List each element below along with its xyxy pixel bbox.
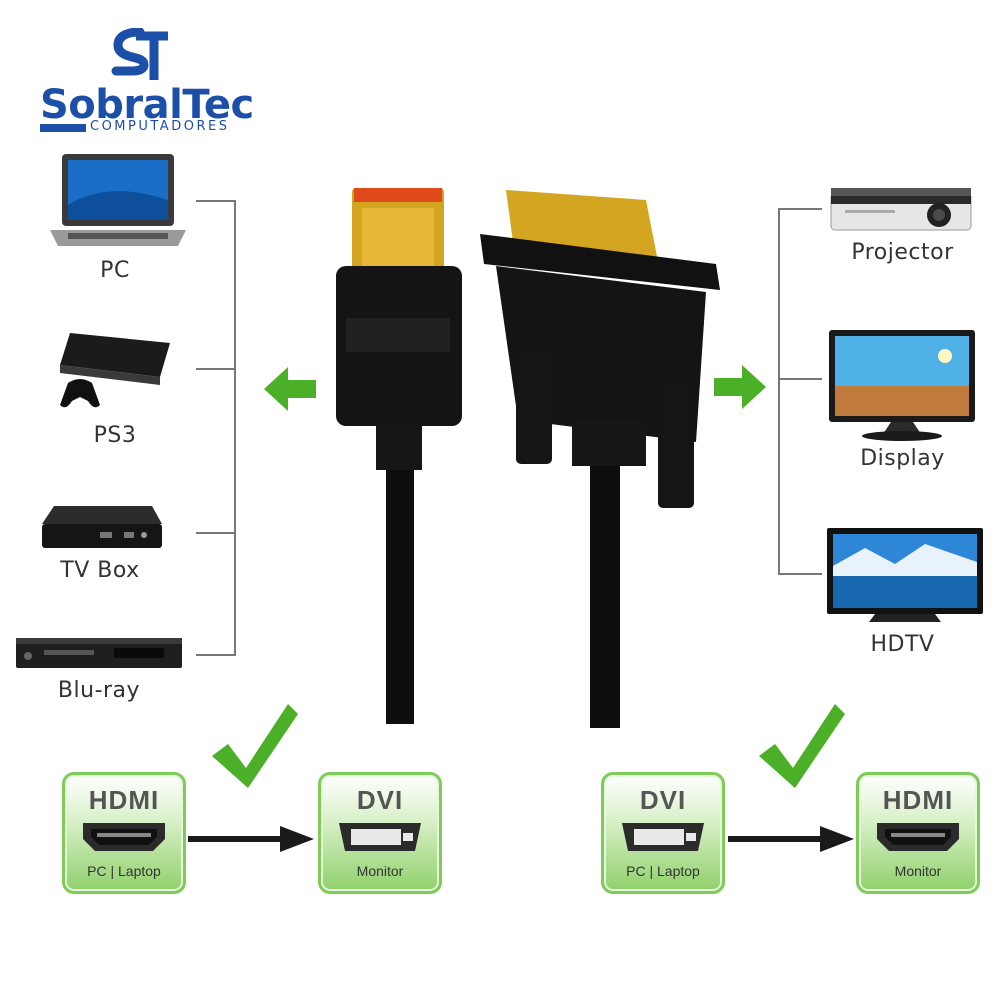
badge-sub: Monitor — [894, 863, 942, 879]
device-label-pc: PC — [100, 258, 130, 283]
right-bracket-vertical — [778, 208, 780, 574]
arrow-connector-icon — [188, 826, 314, 852]
device-projector: Projector — [825, 180, 980, 275]
badge-source-hdmi: HDMI PC | Laptop — [62, 772, 186, 894]
badge-sub: PC | Laptop — [87, 863, 161, 879]
badge-target-hdmi: HDMI Monitor — [856, 772, 980, 894]
arrow-left-icon — [264, 367, 316, 411]
logo-name: SobralTec — [40, 82, 254, 128]
device-bluray: Blu-ray — [14, 630, 184, 710]
arrow-right-icon — [714, 365, 766, 409]
dvi-port-icon — [622, 823, 704, 851]
hdtv-icon — [827, 528, 983, 622]
game-console-icon — [60, 333, 170, 408]
badge-sub: PC | Laptop — [626, 863, 700, 879]
badge-title: HDMI — [88, 785, 160, 815]
left-bracket-tick — [196, 368, 236, 370]
bluray-player-icon — [16, 638, 182, 668]
device-hdtv: HDTV — [825, 526, 985, 666]
right-bracket-tick — [778, 573, 822, 575]
checkmark-icon — [759, 704, 845, 788]
logo-bar — [40, 124, 86, 132]
laptop-icon — [50, 154, 186, 246]
device-ps3: PS3 — [40, 325, 190, 455]
badge-title: HDMI — [882, 785, 954, 815]
device-pc: PC — [40, 150, 190, 290]
logo-monogram-icon — [111, 28, 168, 80]
right-bracket-tick — [778, 208, 822, 210]
badge-title: DVI — [639, 785, 687, 815]
device-label-ps3: PS3 — [93, 423, 137, 448]
device-label-tv-box: TV Box — [60, 558, 140, 583]
right-bracket-tick — [778, 378, 822, 380]
projector-icon — [830, 188, 972, 231]
logo-tagline: COMPUTADORES — [90, 119, 230, 134]
arrow-connector-icon — [728, 826, 854, 852]
dvi-port-icon — [339, 823, 421, 851]
badge-title: DVI — [356, 785, 404, 815]
device-label-display: Display — [860, 446, 945, 471]
tv-box-icon — [42, 506, 162, 548]
badge-sub: Monitor — [356, 863, 404, 879]
badge-source-dvi: DVI PC | Laptop — [601, 772, 725, 894]
left-bracket-tick — [196, 654, 236, 656]
device-tv-box: TV Box — [40, 500, 190, 590]
monitor-icon — [829, 330, 975, 441]
badge-target-dvi: DVI Monitor — [318, 772, 442, 894]
left-bracket-vertical — [234, 200, 236, 655]
brand-logo — [40, 20, 250, 140]
left-bracket-tick — [196, 532, 236, 534]
left-bracket-tick — [196, 200, 236, 202]
device-display: Display — [825, 328, 980, 478]
device-label-projector: Projector — [851, 240, 954, 265]
hdmi-dvi-cable — [336, 188, 720, 728]
device-label-hdtv: HDTV — [870, 632, 935, 657]
hdmi-port-icon — [877, 823, 959, 851]
checkmark-icon — [212, 704, 298, 788]
device-label-bluray: Blu-ray — [57, 678, 141, 703]
hdmi-port-icon — [83, 823, 165, 851]
